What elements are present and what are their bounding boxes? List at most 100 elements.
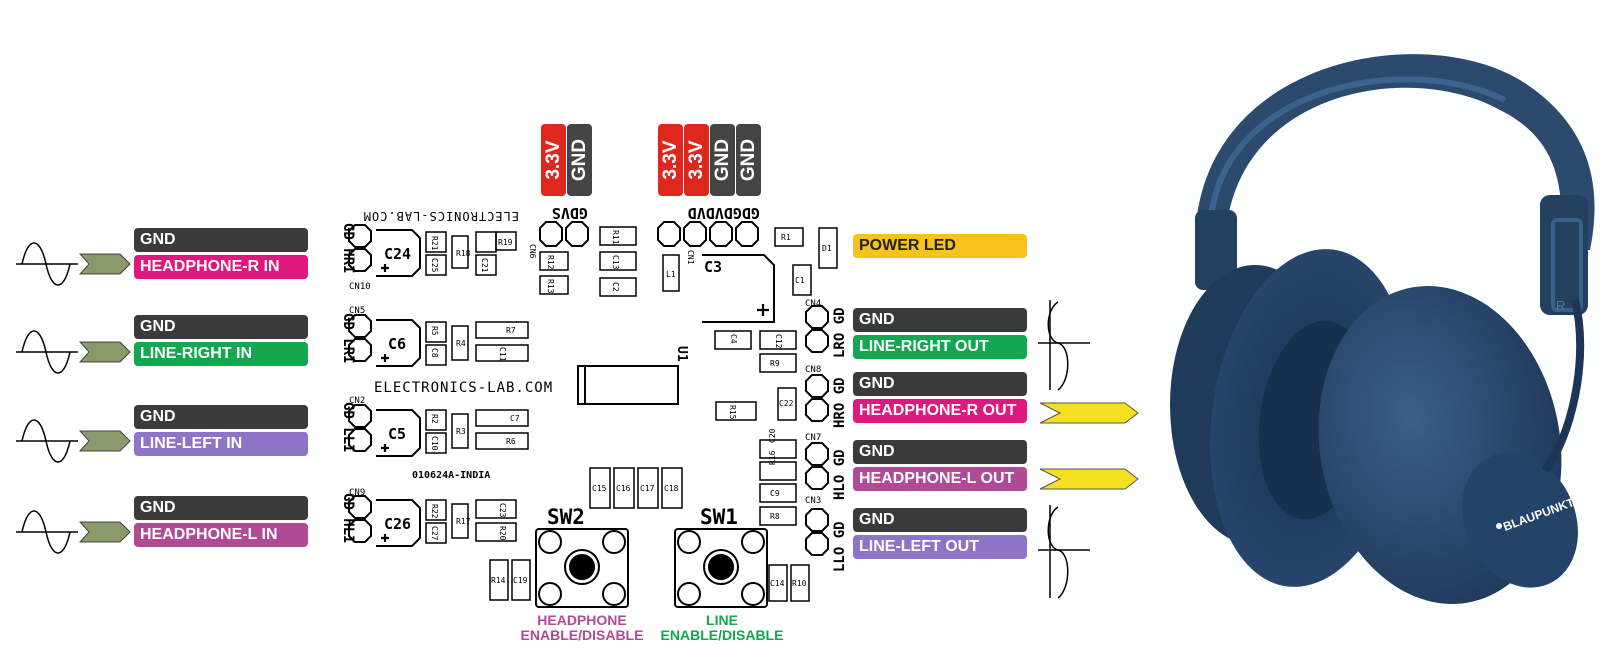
svg-text:C14: C14 (770, 579, 785, 588)
pin-label-hlo: HLO GD (832, 449, 848, 500)
svg-text:C27: C27 (430, 526, 439, 541)
cn5-label: CN5 (349, 306, 365, 316)
caption-line-1: LINE (706, 612, 738, 628)
svg-text:R15: R15 (728, 405, 737, 420)
output-signal-lr (1038, 300, 1090, 391)
svg-text:C12: C12 (774, 334, 783, 349)
svg-text:C21: C21 (480, 258, 489, 273)
rail-33v-3: 3.3V (684, 124, 709, 196)
svg-text:C11: C11 (498, 347, 507, 362)
svg-text:R8: R8 (770, 512, 780, 521)
svg-text:C25: C25 (430, 258, 439, 273)
svg-text:D1: D1 (822, 244, 832, 253)
output-headphone-r-label: HEADPHONE-R OUT (853, 399, 1027, 423)
left-caps (376, 229, 421, 547)
sw2-switch (535, 528, 629, 608)
output-arrow-hr (1039, 402, 1139, 424)
output-gnd-label: GND (853, 508, 1027, 532)
header-label-right: GDGDVDVD (688, 204, 760, 222)
svg-text:C22: C22 (779, 399, 794, 408)
input-gnd-label: GND (134, 228, 308, 252)
sw1-switch (674, 528, 768, 608)
svg-text:R1: R1 (781, 233, 791, 242)
caption-line-1: HEADPHONE (537, 612, 627, 628)
svg-text:R4: R4 (456, 339, 466, 348)
input-line-right-label: LINE-RIGHT IN (134, 342, 308, 366)
cn8-label: CN8 (805, 365, 821, 375)
pin-label-hri: GD HRI (340, 223, 356, 274)
c5-label: C5 (388, 425, 406, 443)
board-code-text: 010624A-INDIA (412, 470, 490, 481)
header-label-left: GDVS (552, 204, 588, 222)
cn10-label: CN10 (349, 282, 371, 292)
rail-gnd-3: GND (736, 124, 761, 196)
input-headphone-l-label: HEADPHONE-L IN (134, 523, 308, 547)
output-signal-ll (1038, 505, 1090, 599)
u1-label: U1 (674, 346, 689, 362)
output-headphone-l-label: HEADPHONE-L OUT (853, 467, 1027, 491)
svg-text:R21: R21 (430, 236, 439, 251)
svg-text:C4: C4 (729, 334, 738, 344)
cn7-label: CN7 (805, 433, 821, 443)
svg-text:R16: R16 (768, 450, 777, 465)
component-labels: R21 C25 R18 R19 C21 R5 C8 R4 R7 C11 R2 C… (430, 230, 832, 588)
svg-text:C2: C2 (611, 282, 620, 292)
input-line-left-label: LINE-LEFT IN (134, 432, 308, 456)
sw1-label: SW1 (700, 505, 738, 529)
svg-text:R14: R14 (491, 576, 506, 585)
svg-text:C23: C23 (498, 503, 507, 518)
svg-text:R11: R11 (611, 230, 620, 245)
cn2-label: CN2 (349, 396, 365, 406)
svg-text:R20: R20 (498, 526, 507, 541)
svg-text:CN1: CN1 (686, 250, 695, 265)
c3-label: C3 (704, 258, 722, 276)
cn4-label: CN4 (805, 299, 821, 309)
svg-text:C10: C10 (430, 436, 439, 451)
pin-label-lli: GD LLI (340, 402, 356, 453)
input-gnd-label: GND (134, 405, 308, 429)
input-gnd-label: GND (134, 315, 308, 339)
svg-text:R3: R3 (456, 427, 466, 436)
power-led-label: POWER LED (853, 234, 1027, 258)
cn3-label: CN3 (805, 496, 821, 506)
pin-label-lro: LRO GD (832, 307, 848, 358)
svg-text:C19: C19 (513, 576, 528, 585)
svg-text:CN6: CN6 (528, 244, 537, 259)
input-signal-hr (16, 242, 131, 286)
component-boxes (425, 226, 838, 602)
svg-text:C16: C16 (616, 484, 631, 493)
svg-text:R19: R19 (498, 238, 513, 247)
svg-text:C1: C1 (795, 276, 805, 285)
svg-text:R17: R17 (456, 517, 471, 526)
input-gnd-label: GND (134, 496, 308, 520)
input-headphone-r-label: HEADPHONE-R IN (134, 255, 308, 279)
pin-label-llo: LLO GD (832, 521, 848, 572)
svg-text:C18: C18 (664, 484, 679, 493)
sw2-label: SW2 (547, 505, 585, 529)
silk-top-text: ELECTRONICS-LAB.COM (363, 209, 519, 223)
headphone-illustration: R BLAUPUNKT (1143, 12, 1619, 618)
svg-text:R2: R2 (430, 414, 439, 424)
c26-label: C26 (384, 515, 411, 533)
input-signal-lr (16, 330, 131, 374)
line-switch-caption: LINE ENABLE/DISABLE (650, 613, 794, 643)
rail-33v-1: 3.3V (541, 124, 566, 196)
u1-chip (577, 365, 679, 405)
svg-text:R12: R12 (546, 255, 555, 270)
input-signal-ll (16, 419, 131, 463)
svg-text:R13: R13 (546, 279, 555, 294)
svg-text:R6: R6 (506, 437, 516, 446)
svg-text:C15: C15 (592, 484, 607, 493)
rail-gnd-1: GND (567, 124, 592, 196)
svg-text:C17: C17 (640, 484, 655, 493)
output-gnd-label: GND (853, 440, 1027, 464)
pin-label-hro: HRO GD (832, 377, 848, 428)
rail-33v-2: 3.3V (658, 124, 683, 196)
silk-mid-text: ELECTRONICS-LAB.COM (374, 380, 553, 396)
svg-text:R5: R5 (430, 326, 439, 336)
svg-text:R18: R18 (456, 249, 471, 258)
rail-gnd-2: GND (710, 124, 735, 196)
output-gnd-label: GND (853, 372, 1027, 396)
